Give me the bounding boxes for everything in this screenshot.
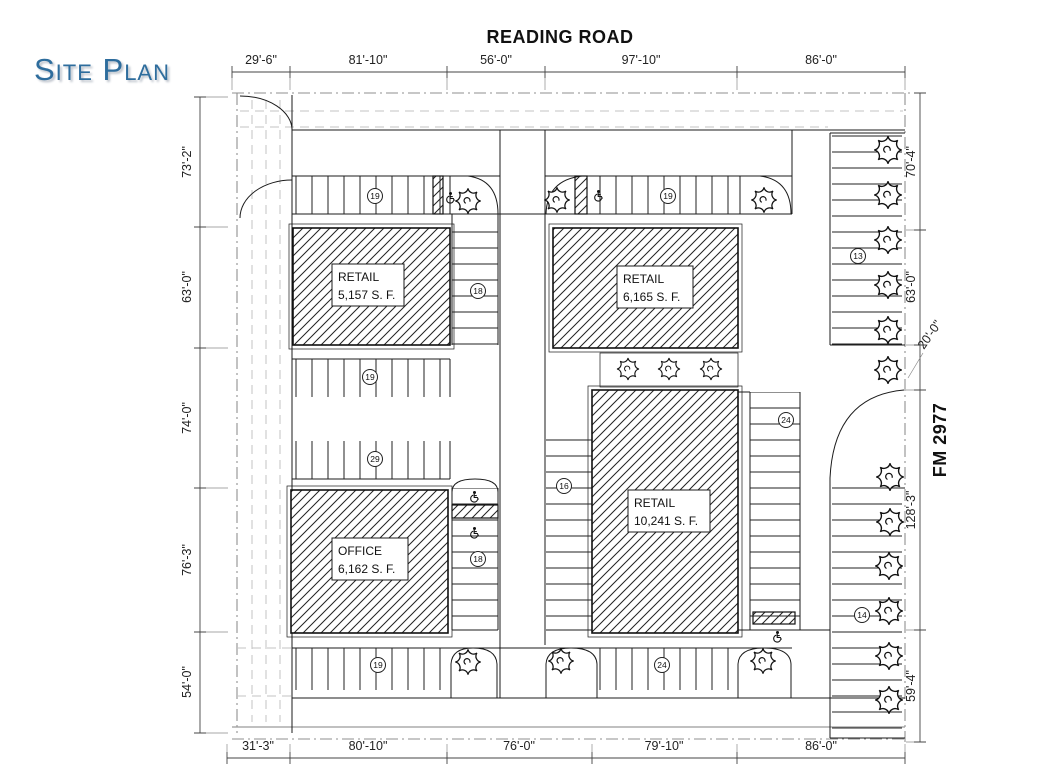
tree-icon: [749, 647, 777, 675]
tree-icon: [874, 641, 904, 671]
parking-count-badge: 24: [654, 657, 670, 673]
building-area: 5,157 S. F.: [338, 288, 395, 302]
svg-text:19: 19: [373, 660, 383, 670]
dimension-top: 29'-6" 81'-10" 56'-0" 97'-10" 86'-0": [231, 53, 906, 90]
dim-label: 86'-0": [805, 739, 837, 753]
tree-icon: [543, 186, 571, 214]
svg-text:16: 16: [559, 481, 569, 491]
dim-label: 73'-2": [180, 146, 194, 178]
svg-text:29: 29: [370, 454, 380, 464]
building-area: 10,241 S. F.: [634, 514, 698, 528]
parking-count-badge: 16: [556, 478, 572, 494]
tree-icon: [454, 187, 482, 215]
building-use: RETAIL: [634, 496, 675, 510]
tree-icon: [875, 507, 905, 537]
building-retail-5157: RETAIL 5,157 S. F.: [288, 223, 455, 350]
dim-label: 59'-4": [904, 670, 918, 702]
page-title: Site Plan: [34, 52, 170, 87]
dim-label: 76'-3": [180, 544, 194, 576]
crosswalk-hatch: [451, 504, 499, 519]
tree-icon: [873, 315, 903, 345]
parking-count-badge: 18: [470, 283, 486, 299]
parking-count-badge: 19: [362, 369, 378, 385]
tree-icon: [750, 186, 778, 214]
svg-text:24: 24: [657, 660, 667, 670]
parking-count-badge: 14: [854, 607, 870, 623]
tree-icon: [657, 357, 681, 381]
building-office-6162: OFFICE 6,162 S. F.: [286, 485, 453, 638]
svg-text:19: 19: [365, 372, 375, 382]
tree-icon: [873, 225, 903, 255]
dim-label: 29'-6": [245, 53, 277, 67]
parking-count-badge: 13: [850, 248, 866, 264]
svg-text:19: 19: [663, 191, 673, 201]
dim-label: 63'-0": [180, 271, 194, 303]
tree-icon: [873, 270, 903, 300]
building-area: 6,162 S. F.: [338, 562, 395, 576]
dim-label: 76'-0": [503, 739, 535, 753]
parking-count-badge: 19: [367, 188, 383, 204]
parking-count-badge: 18: [470, 551, 486, 567]
dim-label: 20'-0": [915, 318, 945, 352]
parking-count-badge: 29: [367, 451, 383, 467]
dim-label: 86'-0": [805, 53, 837, 67]
svg-text:13: 13: [853, 251, 863, 261]
building-label-box: [627, 489, 711, 533]
dim-label: 74'-0": [180, 402, 194, 434]
crosswalk-hatch-strips: [432, 175, 796, 625]
dim-label: 79'-10": [645, 739, 684, 753]
parking-count-badges: 19 19 18 13 19 29 16 18 24 14 19 24: [362, 188, 870, 673]
building-area: 6,165 S. F.: [623, 290, 680, 304]
crosswalk-hatch: [574, 175, 588, 215]
dim-label: 70'-4": [904, 146, 918, 178]
crosswalk-hatch: [752, 611, 796, 625]
svg-text:18: 18: [473, 554, 483, 564]
tree-icon: [454, 648, 482, 676]
dim-label: 97'-10": [622, 53, 661, 67]
svg-text:14: 14: [857, 610, 867, 620]
parking-stalls: [293, 133, 902, 738]
road-label-reading-road: READING ROAD: [486, 27, 633, 47]
building-label-box: [331, 537, 409, 581]
tree-icon: [874, 596, 904, 626]
building-label-box: [331, 263, 405, 307]
dim-label: 54'-0": [180, 666, 194, 698]
dim-label: 56'-0": [480, 53, 512, 67]
tree-icon: [874, 551, 904, 581]
tree-icon: [616, 357, 640, 381]
dim-label: 80'-10": [349, 739, 388, 753]
building-label-box: [616, 265, 694, 309]
dimension-right: 70'-4" 63'-0" 20'-0" 128'-3" 59'-4": [904, 92, 945, 743]
tree-icon: [874, 685, 904, 715]
dim-label: 31'-3": [242, 739, 274, 753]
dimension-bottom: 31'-3" 80'-10" 76'-0" 79'-10" 86'-0": [226, 739, 906, 764]
tree-icon: [873, 180, 903, 210]
dim-label: 128'-3": [904, 491, 918, 530]
svg-text:19: 19: [370, 191, 380, 201]
tree-icon: [873, 135, 903, 165]
parking-count-badge: 19: [370, 657, 386, 673]
svg-text:18: 18: [473, 286, 483, 296]
handicap-icon: [773, 630, 782, 643]
tree-icon: [873, 355, 903, 385]
dimension-left: 73'-2" 63'-0" 74'-0" 76'-3" 54'-0": [180, 96, 228, 734]
road-label-fm-2977: FM 2977: [930, 403, 950, 478]
tree-icon: [547, 647, 575, 675]
parking-count-badge: 24: [778, 412, 794, 428]
building-retail-6165: RETAIL 6,165 S. F.: [548, 223, 743, 353]
tree-icon: [699, 357, 723, 381]
svg-text:24: 24: [781, 415, 791, 425]
building-use: RETAIL: [338, 270, 379, 284]
parking-count-badge: 19: [660, 188, 676, 204]
building-use: OFFICE: [338, 544, 382, 558]
crosswalk-hatch: [432, 175, 444, 215]
road-markings: [232, 92, 920, 742]
building-retail-10241: RETAIL 10,241 S. F.: [587, 385, 743, 638]
building-use: RETAIL: [623, 272, 664, 286]
dim-label: 81'-10": [349, 53, 388, 67]
tree-icon: [875, 462, 905, 492]
dim-label: 63'-0": [904, 271, 918, 303]
